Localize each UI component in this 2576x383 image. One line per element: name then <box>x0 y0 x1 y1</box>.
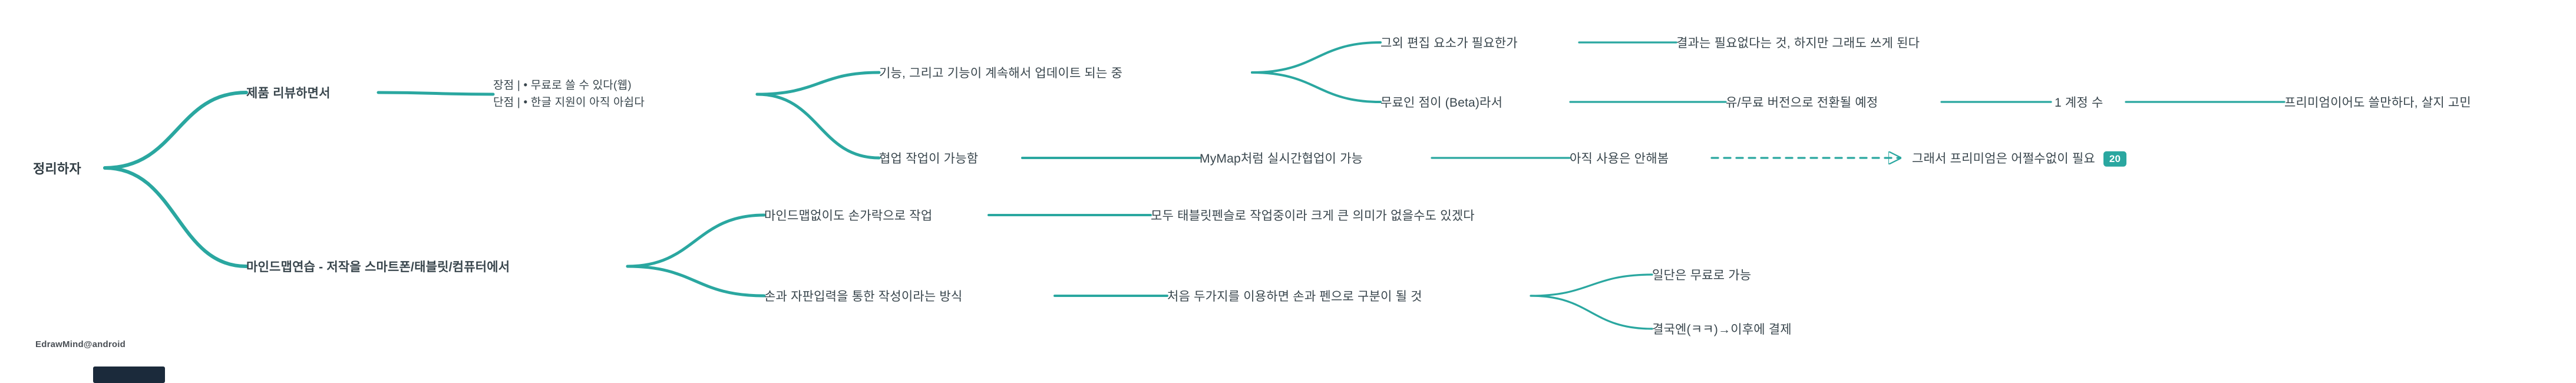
node-practice[interactable]: 마인드맵연습 - 저작을 스마트폰/태블릿/컴퓨터에서 <box>246 260 510 274</box>
node-label: 그래서 프리미엄은 어쩔수없이 필요 <box>1912 151 2095 166</box>
node-collab-notused[interactable]: 아직 사용은 안해봄 <box>1570 152 1669 166</box>
branch-line <box>1530 273 1653 297</box>
cons-line: 단점 | • 한글 지원이 아직 아쉽다 <box>493 96 645 108</box>
node-root[interactable]: 정리하자 <box>33 161 81 176</box>
branch-line <box>755 71 881 96</box>
node-collab-realtime[interactable]: MyMap처럼 실시간협업이 가능 <box>1200 152 1363 166</box>
node-free-first[interactable]: 일단은 무료로 가능 <box>1652 269 1752 282</box>
node-extra-question[interactable]: 그외 편집 요소가 필요한가 <box>1381 37 1518 50</box>
branch-line <box>755 93 881 160</box>
node-paid-switch[interactable]: 유/무료 버전으로 전환될 예정 <box>1726 96 1878 110</box>
node-typing-note[interactable]: 처음 두가지를 이용하면 손과 펜으로 구분이 될 것 <box>1167 290 1422 303</box>
count-badge[interactable]: 20 <box>2103 151 2127 167</box>
node-finger-note[interactable]: 모두 태블릿펜슬로 작업중이라 크게 큰 의미가 없을수도 있겠다 <box>1151 209 1475 223</box>
branch-line <box>626 213 766 268</box>
node-pay-later[interactable]: 결국엔(ㅋㅋ)→이후에 결제 <box>1652 323 1792 336</box>
node-one-account[interactable]: 1 계정 수 <box>2055 96 2103 110</box>
branch-line <box>626 265 766 298</box>
branch-line <box>1251 71 1382 103</box>
node-collab-premium[interactable]: 그래서 프리미엄은 어쩔수없이 필요 20 <box>1912 149 2127 167</box>
branch-line <box>103 166 248 268</box>
node-paid-ok[interactable]: 프리미엄이어도 쓸만하다, 살지 고민 <box>2284 96 2471 110</box>
branch-line <box>103 91 248 170</box>
node-features[interactable]: 기능, 그리고 기능이 계속해서 업데이트 되는 중 <box>879 67 1123 80</box>
node-typing[interactable]: 손과 자판입력을 통한 작성이라는 방식 <box>764 290 963 303</box>
node-pros-cons[interactable]: 장점 | • 무료로 쓸 수 있다(웹) 단점 | • 한글 지원이 아직 아쉽… <box>493 78 645 111</box>
watermark: EdrawMind@android <box>35 339 126 349</box>
bottom-left-panel[interactable] <box>93 367 165 383</box>
branch-line <box>377 91 495 96</box>
node-free-beta[interactable]: 무료인 점이 (Beta)라서 <box>1381 96 1503 110</box>
branch-line <box>1530 295 1653 330</box>
pros-line: 장점 | • 무료로 쓸 수 있다(웹) <box>493 79 632 92</box>
branch-line <box>1251 41 1382 74</box>
node-review[interactable]: 제품 리뷰하면서 <box>246 87 331 100</box>
node-finger[interactable]: 마인드맵없이도 손가락으로 작업 <box>764 209 933 223</box>
node-extra-answer[interactable]: 결과는 필요없다는 것, 하지만 그래도 쓰게 된다 <box>1676 37 1920 50</box>
node-collab[interactable]: 협업 작업이 가능함 <box>879 152 979 166</box>
